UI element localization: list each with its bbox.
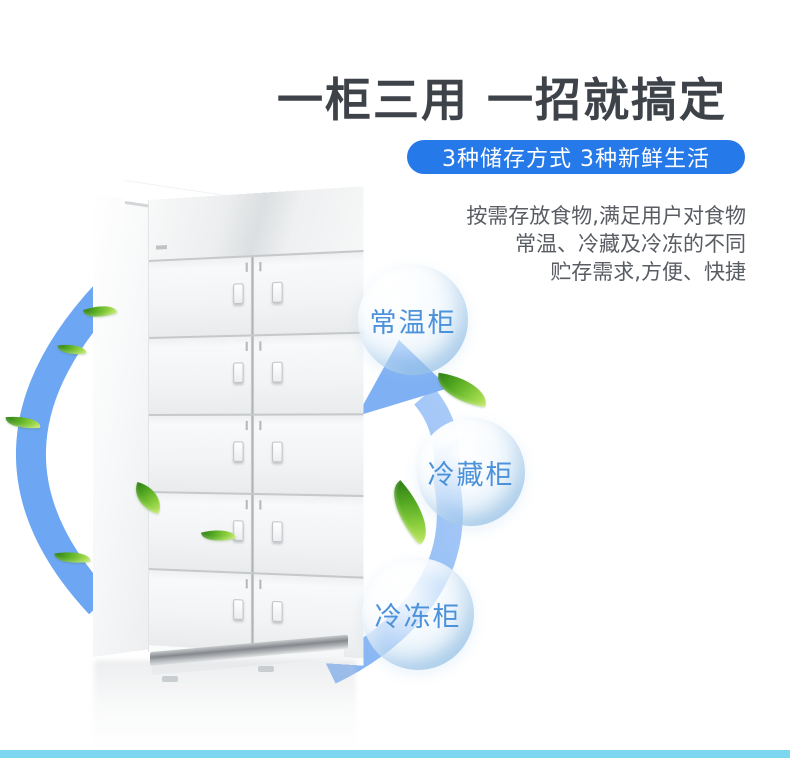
cabinet-foot [162,676,178,682]
cabinet-side-face [93,193,151,657]
hinge-icon [245,499,248,510]
door-row-1 [148,249,364,337]
brand-mark-icon [155,245,167,250]
subtitle-banner: 3种储存方式 3种新鲜生活 [407,140,745,174]
hinge-icon [259,420,262,431]
door-divider [250,415,255,493]
bubble-refrigerated: 冷藏柜 [417,418,525,526]
hinge-icon [245,262,248,272]
flow-arrow-up-icon [357,340,449,416]
door-divider [250,336,255,414]
bubble-frozen-label: 冷冻柜 [374,601,462,633]
hinge-icon [245,579,248,589]
cabinet-top-panel [148,186,364,260]
description-line: 贮存需求,方便、快捷 [550,260,746,284]
door-handle-icon [233,362,244,383]
door-handle-icon [271,441,283,463]
door-handle-icon [233,283,244,305]
flow-arc-left [16,281,119,615]
door-row-3 [148,413,364,495]
bubble-ambient: 常温柜 [358,265,468,375]
page-title: 一柜三用 一招就搞定 [276,73,727,127]
hinge-icon [259,579,262,590]
hinge-icon [259,341,262,351]
door-row-2 [148,331,364,414]
hinge-icon [245,341,248,351]
hinge-icon [245,420,248,431]
door-handle-icon [271,521,283,543]
bubble-ambient-label: 常温柜 [369,307,457,339]
door-handle-icon [271,361,283,383]
hinge-icon [259,261,262,272]
footer-divider-bar [0,750,790,758]
bubble-frozen: 冷冻柜 [362,558,474,670]
door-handle-icon [271,281,283,303]
door-divider [250,257,255,335]
door-handle-icon [233,441,244,462]
door-handle-icon [233,599,244,621]
bubble-refrigerated-label: 冷藏柜 [427,459,515,491]
description-line: 按需存放食物,满足用户对食物 [466,204,746,228]
description-text: 按需存放食物,满足用户对食物 常温、冷藏及冷冻的不同 贮存需求,方便、快捷 [430,202,746,286]
cabinet-reflection [94,660,356,758]
description-line: 常温、冷藏及冷冻的不同 [515,232,746,256]
door-divider [250,574,255,652]
door-row-4 [148,491,364,577]
locker-cabinet [90,178,364,758]
cabinet-front-face [148,186,364,666]
door-divider [250,494,255,573]
cabinet-foot [258,666,274,672]
hinge-icon [259,500,262,510]
door-handle-icon [271,600,283,623]
